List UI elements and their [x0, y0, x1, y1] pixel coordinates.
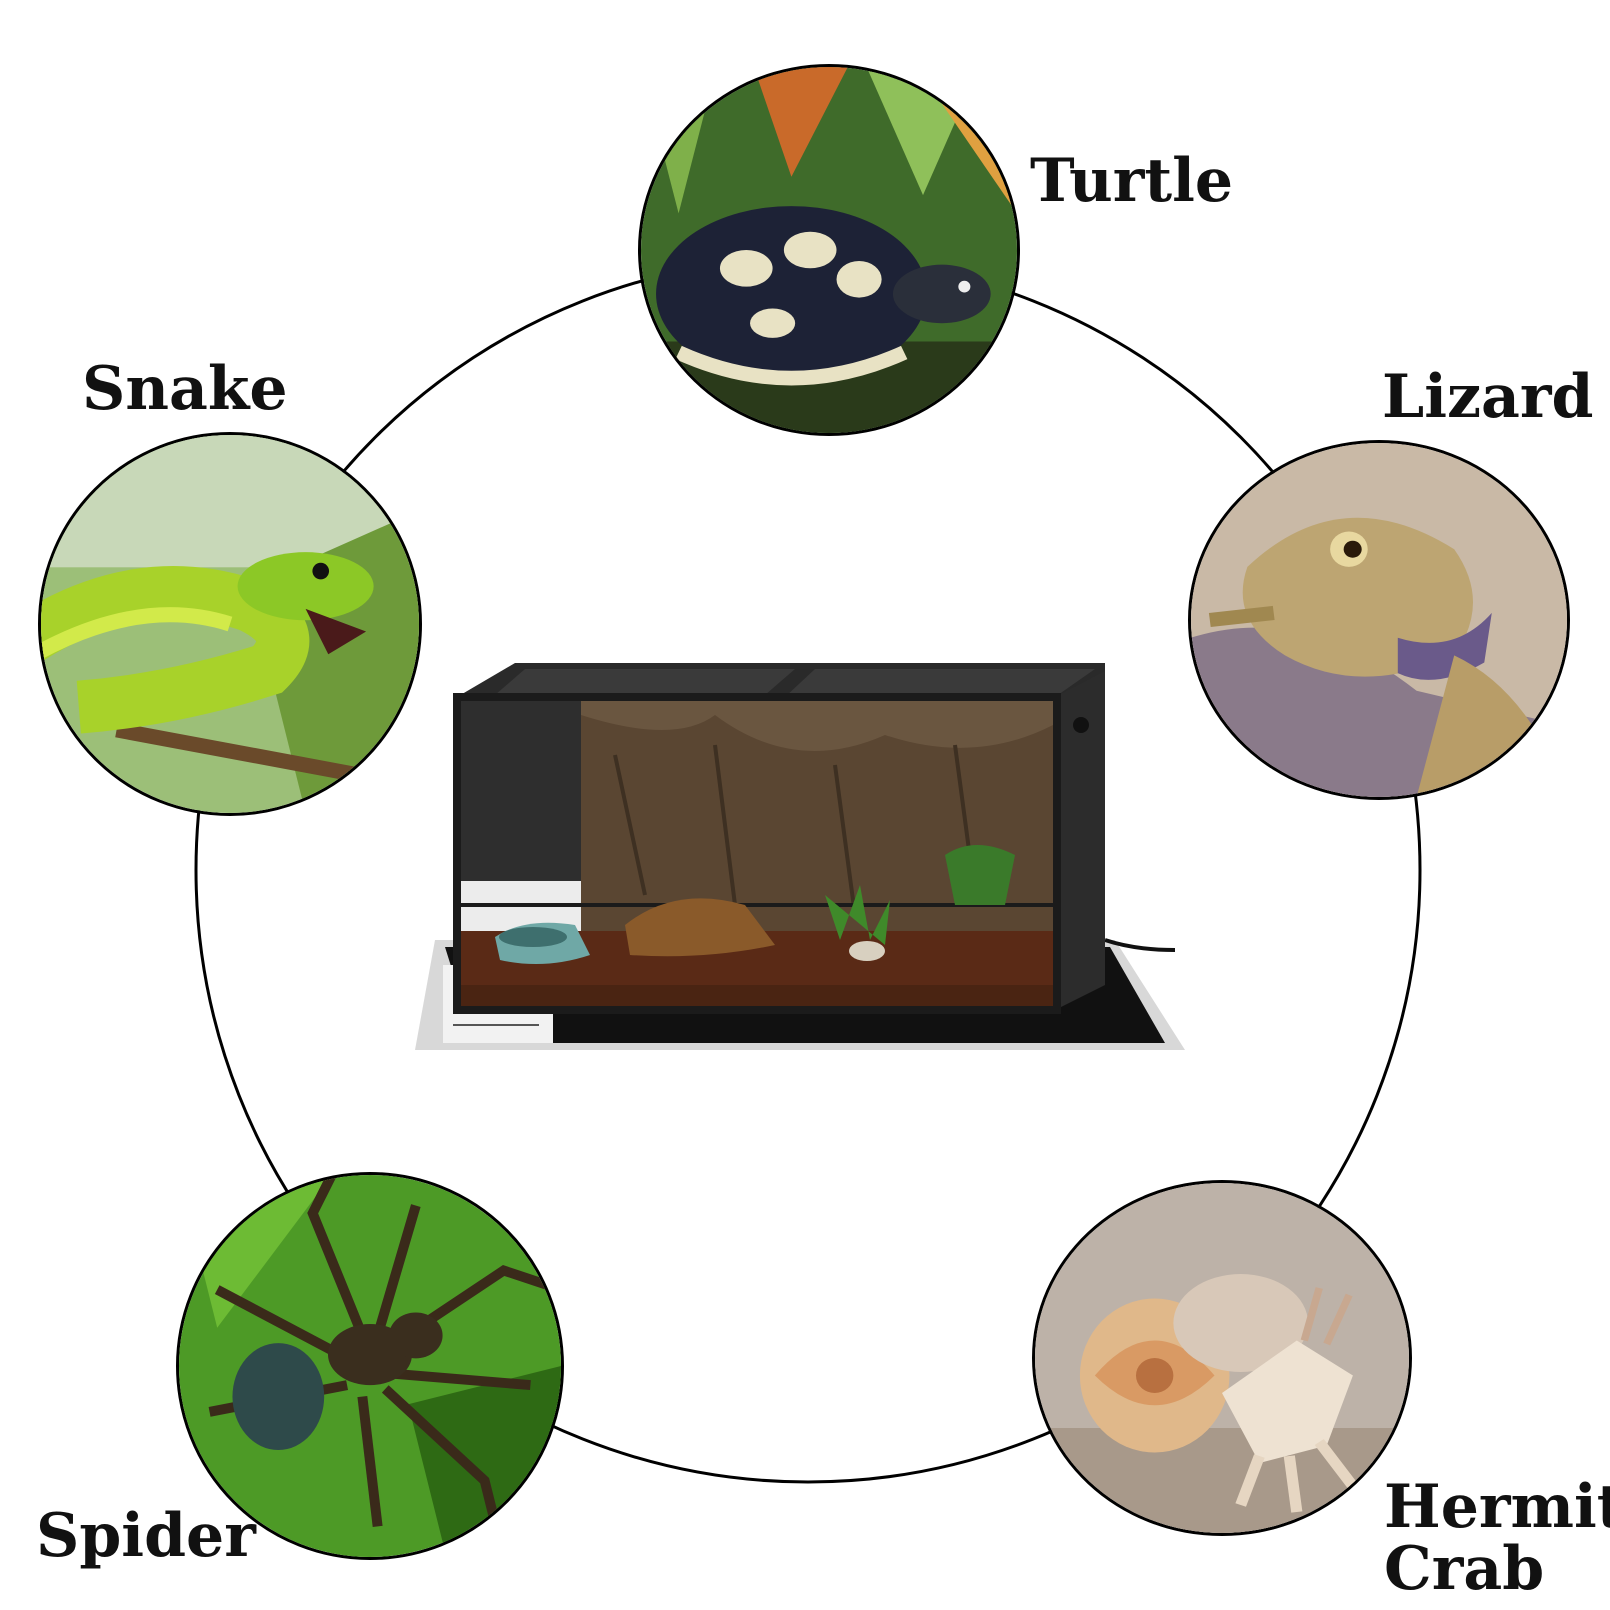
spider-label: Spider: [36, 1501, 256, 1571]
hermit-crab-label-line1: Hermit: [1384, 1472, 1610, 1542]
snake-label: Snake: [82, 354, 288, 424]
hermit-crab-label-line2: Crab: [1384, 1534, 1545, 1604]
lizard-label: Lizard: [1382, 362, 1594, 432]
turtle-label: Turtle: [1030, 146, 1234, 216]
hermit-crab-label: Hermit Crab: [1384, 1476, 1610, 1600]
lizard-photo: [1188, 440, 1570, 800]
turtle-photo: [638, 64, 1020, 436]
hermit-crab-photo: [1032, 1180, 1412, 1536]
snake-photo: [38, 432, 422, 816]
terrarium-with-heat-mat-image: [415, 655, 1215, 1075]
